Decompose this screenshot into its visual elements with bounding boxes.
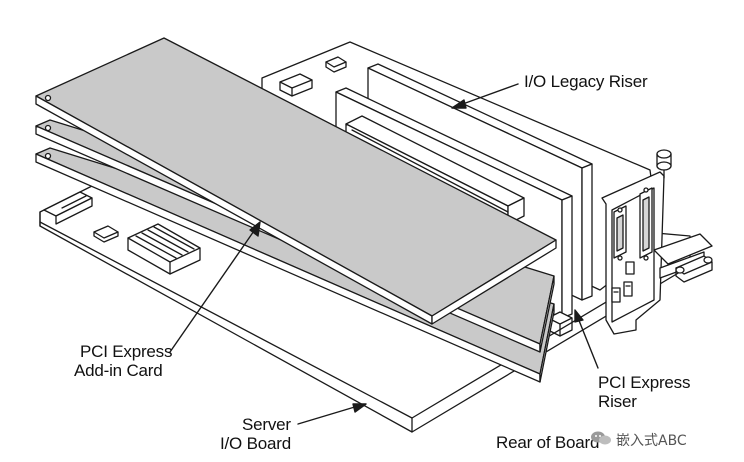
label-rear-of-board: Rear of Board xyxy=(496,433,600,452)
leader-pci-express-addin-card xyxy=(169,221,261,353)
leader-io-legacy-riser xyxy=(451,83,519,109)
watermark-text: 嵌入式ABC xyxy=(616,433,687,449)
bracket-rail xyxy=(653,233,713,283)
label-pci-express-addin-card-line1: PCI Express xyxy=(80,342,173,361)
label-io-legacy-riser: I/O Legacy Riser xyxy=(524,72,648,91)
label-pci-express-addin-card-line2: Add-in Card xyxy=(74,361,163,380)
usb-port-icon xyxy=(611,281,633,303)
leader-lines xyxy=(169,83,599,425)
label-server-io-board-line1: Server xyxy=(242,415,291,434)
pci-express-addin-cards xyxy=(35,37,557,383)
label-pci-express-riser-line1: PCI Express xyxy=(598,373,691,392)
addin-card-1 xyxy=(35,37,557,325)
serial-port-icon xyxy=(613,205,627,261)
parallel-port-icon xyxy=(639,187,653,261)
thumbscrew-icon xyxy=(656,149,672,179)
heatsink xyxy=(127,223,201,275)
wechat-bubble-icon xyxy=(591,431,611,445)
label-pci-express-riser-line2: Riser xyxy=(598,392,637,411)
label-server-io-board-line2: I/O Board xyxy=(220,434,291,453)
leader-pci-express-riser xyxy=(574,309,599,369)
io-bracket xyxy=(601,149,672,335)
leader-server-io-board xyxy=(297,403,367,425)
db-connector-icon xyxy=(675,255,713,283)
